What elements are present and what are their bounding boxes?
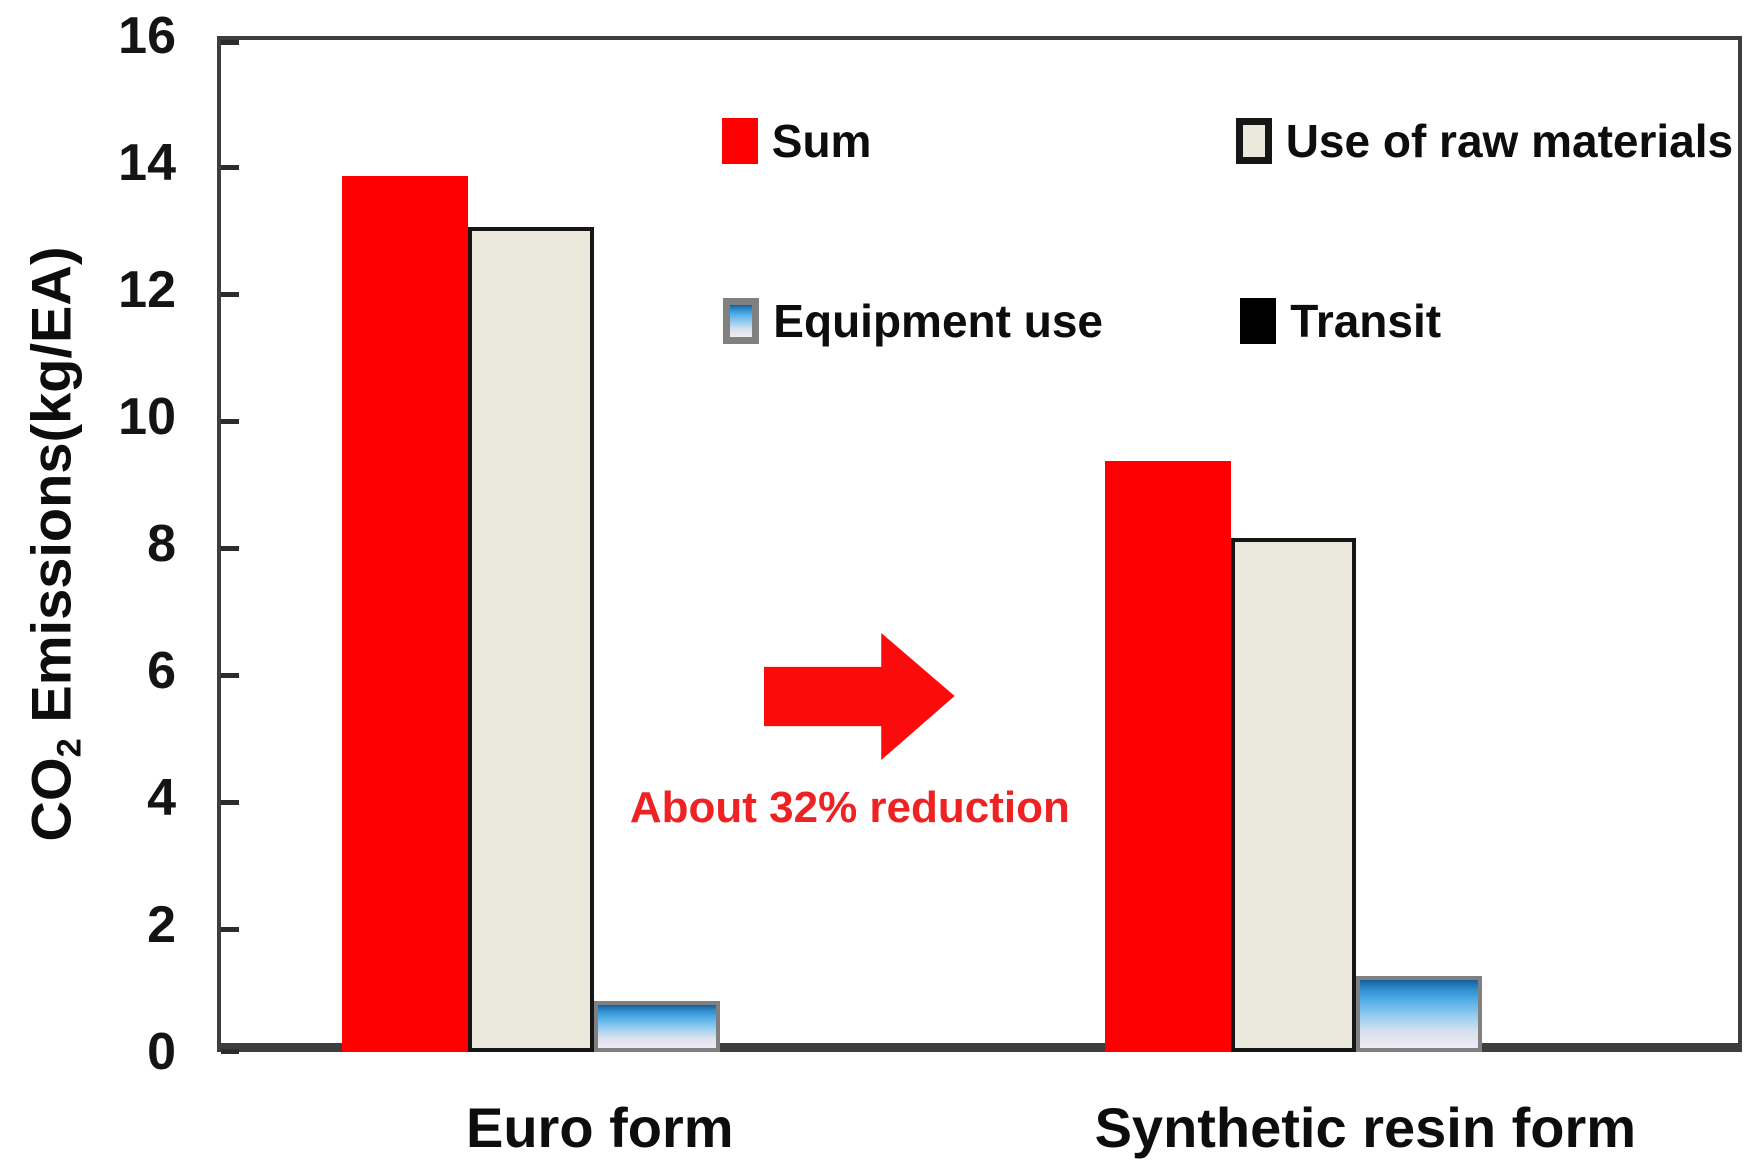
x-category-label: Euro form	[465, 1096, 734, 1159]
legend-label: Transit	[1290, 295, 1442, 348]
bar-equipment-use-2	[1356, 975, 1483, 1052]
y-tick-mark	[221, 673, 239, 678]
y-tick-label: 10	[118, 388, 176, 446]
reduction-arrow-icon	[764, 633, 956, 761]
legend-swatch-icon	[723, 298, 760, 345]
y-tick-label: 8	[147, 515, 176, 573]
y-tick-label: 14	[118, 134, 176, 192]
legend-label: Sum	[771, 115, 872, 168]
y-tick-mark	[221, 165, 239, 170]
legend-item-use-of-raw-materials: Use of raw materials	[1235, 114, 1734, 168]
y-tick-mark	[221, 419, 239, 424]
y-tick-label: 12	[118, 261, 176, 319]
y-tick-mark	[221, 800, 239, 805]
y-tick-mark	[221, 927, 239, 932]
bar-equipment-use-1	[593, 1001, 720, 1052]
y-tick-label: 4	[147, 769, 176, 827]
y-axis-title-subscript: 2	[50, 738, 89, 758]
legend-swatch-icon	[1235, 118, 1272, 165]
legend-item-equipment-use: Equipment use	[723, 294, 1103, 348]
bar-use-of-raw-materials-2	[1230, 537, 1357, 1052]
legend-item-transit: Transit	[1240, 294, 1441, 348]
y-tick-mark	[221, 40, 239, 45]
bar-sum-1	[342, 175, 468, 1052]
y-tick-mark	[221, 292, 239, 297]
bar-sum-2	[1104, 461, 1231, 1052]
reduction-annotation: About 32% reduction	[629, 782, 1070, 832]
y-tick-label: 16	[118, 7, 176, 65]
x-category-label: Synthetic resin form	[1094, 1096, 1637, 1159]
legend-swatch-icon	[721, 118, 758, 165]
bar-use-of-raw-materials-1	[468, 226, 594, 1052]
legend-label: Use of raw materials	[1285, 115, 1734, 168]
legend-item-sum: Sum	[721, 114, 872, 168]
legend-label: Equipment use	[773, 295, 1104, 348]
y-tick-label: 0	[147, 1023, 176, 1081]
y-tick-mark	[221, 546, 239, 551]
y-tick-mark	[221, 1049, 239, 1054]
legend-swatch-icon	[1240, 298, 1277, 345]
y-tick-label: 2	[147, 896, 176, 954]
x-axis-line	[221, 1043, 1738, 1050]
y-tick-label: 6	[147, 642, 176, 700]
